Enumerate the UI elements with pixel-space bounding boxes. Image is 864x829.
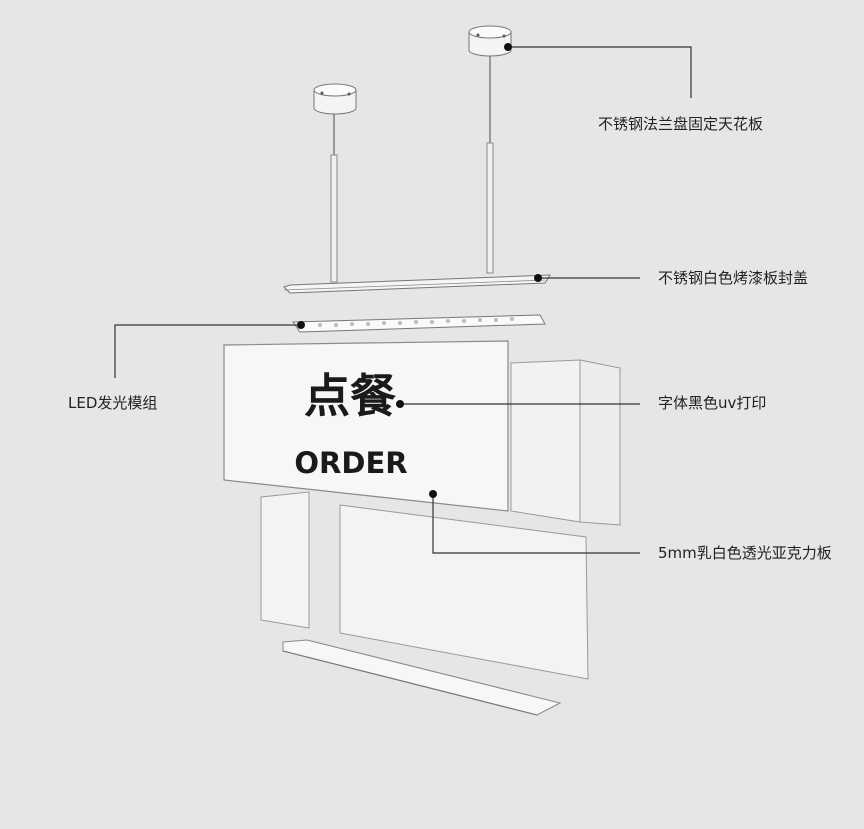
left-flange [313, 83, 357, 115]
right-rod [486, 142, 494, 274]
right-rod-thin [489, 55, 491, 143]
callout-print: 字体黑色uv打印 [658, 394, 767, 412]
callout-led: LED发光模组 [68, 394, 158, 412]
left-rod-thin [333, 110, 335, 155]
lower-back-panel [339, 504, 589, 680]
top-cover [283, 274, 551, 294]
led-dots [318, 317, 514, 327]
side-panel-mid [510, 359, 581, 523]
acrylic-sign-panel [223, 340, 509, 512]
leader-led [114, 324, 300, 378]
leader-acrylic [432, 494, 640, 554]
leader-flange [510, 46, 692, 98]
right-flange [468, 25, 512, 57]
leader-dots [297, 43, 542, 498]
sign-main-text: 点餐 [304, 369, 397, 423]
sign-sub-text: ORDER [294, 446, 407, 480]
bottom-cap-bar [282, 639, 562, 716]
side-panel-right [579, 359, 621, 526]
callout-flange: 不锈钢法兰盘固定天花板 [598, 115, 764, 133]
callout-cover: 不锈钢白色烤漆板封盖 [658, 269, 809, 287]
lower-left-panel [260, 491, 310, 629]
callout-acrylic: 5mm乳白色透光亚克力板 [658, 544, 832, 562]
led-module [292, 314, 546, 333]
leader-lines [114, 46, 692, 554]
left-rod [330, 154, 338, 283]
